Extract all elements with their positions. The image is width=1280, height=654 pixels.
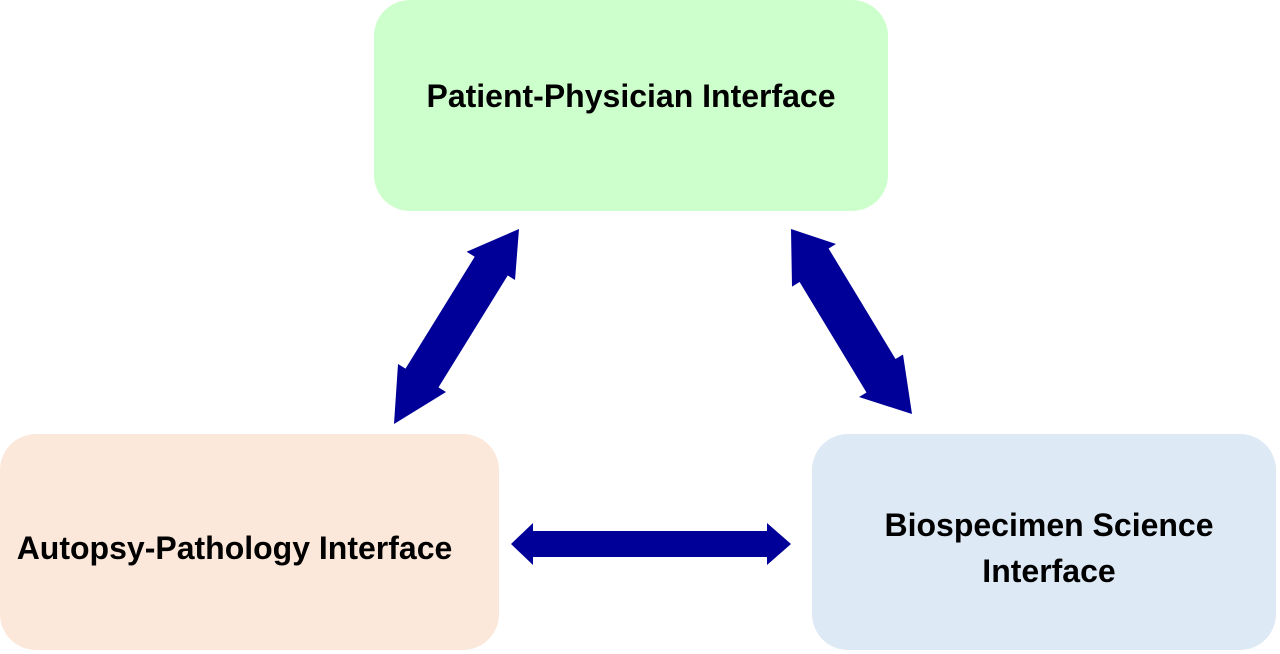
arrow-left-right — [511, 523, 791, 565]
node-patient-physician: Patient-Physician Interface — [374, 0, 888, 211]
node-biospecimen-science: Biospecimen Science Interface — [812, 434, 1276, 650]
node-label-autopsy-pathology: Autopsy-Pathology Interface — [16, 530, 453, 566]
arrow-top-right — [791, 229, 912, 414]
node-label-patient-physician: Patient-Physician Interface — [426, 77, 836, 114]
node-label-biospecimen-science: Biospecimen Science Interface — [884, 507, 1214, 589]
arrow-left-top — [394, 229, 519, 424]
node-autopsy-pathology: Autopsy-Pathology Interface — [0, 434, 499, 650]
